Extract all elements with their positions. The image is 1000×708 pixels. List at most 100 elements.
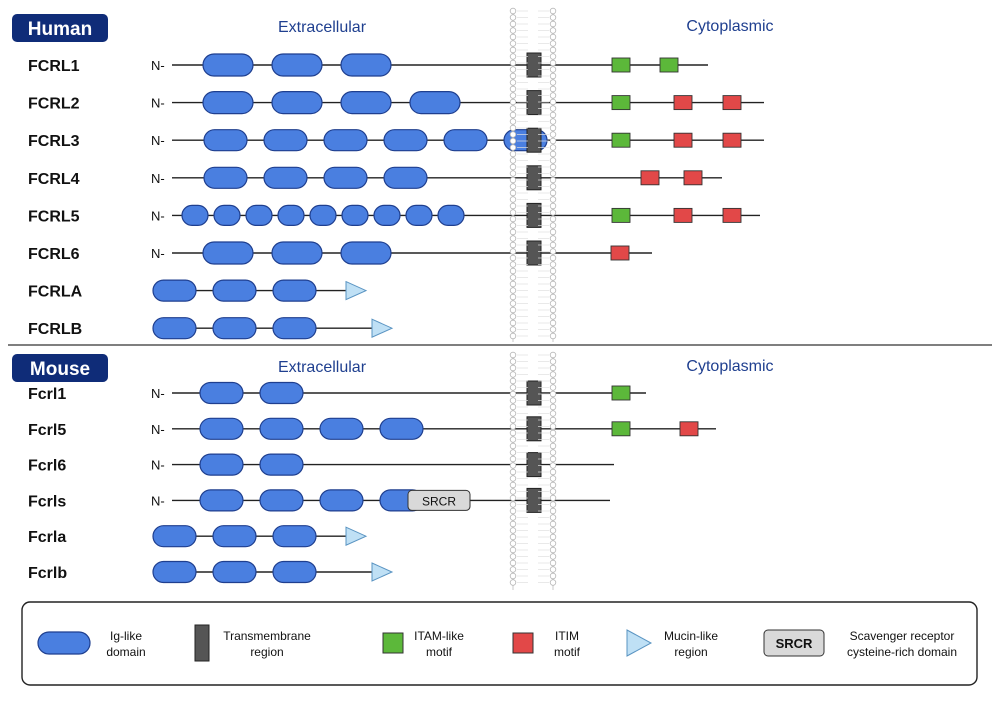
ig-like-domain — [383, 129, 428, 152]
ig-like-domain — [340, 90, 392, 115]
ig-like-domain — [272, 525, 317, 548]
lipid-head — [509, 7, 517, 15]
receptor-name: Fcrl6 — [28, 458, 66, 475]
srcr-swatch-label: SRCR — [776, 636, 813, 651]
lipid-head — [549, 319, 557, 327]
legend-label: region — [674, 645, 707, 659]
lipid-head — [549, 267, 557, 275]
lipid-head — [549, 527, 557, 534]
lipid-head — [549, 449, 557, 456]
ig-like-domain — [152, 525, 197, 548]
itam-like-motif — [659, 57, 679, 73]
lipid-head — [549, 546, 557, 554]
legend-label: ITAM-like — [414, 629, 464, 643]
lipid-head — [509, 209, 517, 216]
ig-like-domain — [259, 489, 304, 512]
lipid-head — [549, 235, 557, 242]
lipid-head — [549, 423, 557, 430]
ig-like-domain — [341, 204, 369, 226]
itam-like-motif — [611, 207, 631, 223]
lipid-head — [549, 163, 557, 171]
lipid-head — [549, 358, 557, 365]
lipid-head — [509, 572, 517, 580]
lipid-head — [509, 202, 517, 210]
lipid-head — [549, 494, 557, 502]
lipid-head — [509, 468, 517, 476]
lipid-head — [549, 157, 557, 164]
lipid-head — [549, 196, 557, 203]
lipid-head — [549, 540, 557, 547]
lipid-head — [509, 313, 517, 320]
lipid-head — [549, 254, 557, 262]
lipid-head — [509, 124, 517, 132]
lipid-head — [549, 364, 557, 372]
lipid-head — [549, 92, 557, 99]
itim-motif — [722, 207, 742, 223]
lipid-head — [509, 27, 517, 34]
lipid-head — [509, 287, 517, 294]
lipid-head — [509, 228, 517, 236]
lipid-head — [509, 481, 517, 489]
srcr-label: SRCR — [422, 494, 456, 508]
lipid-head — [509, 507, 517, 515]
lipid-head — [549, 59, 557, 67]
itim-motif — [673, 207, 693, 223]
legend-label: cysteine-rich domain — [847, 645, 957, 659]
n-terminus-label: N- — [151, 246, 165, 261]
n-terminus-label: N- — [151, 96, 165, 111]
lipid-head — [509, 410, 517, 417]
ig-like-domain — [443, 129, 488, 152]
n-terminus-label: N- — [151, 422, 165, 437]
membrane-bilayer — [509, 7, 557, 342]
lipid-head — [509, 494, 517, 502]
ig-like-domain — [212, 560, 257, 584]
lipid-head — [509, 14, 517, 21]
receptor-name: FCRL6 — [28, 246, 80, 263]
receptor-row: FCRLA — [28, 279, 368, 302]
itim-motif — [683, 170, 703, 186]
lipid-head — [509, 546, 517, 554]
lipid-head — [509, 553, 517, 560]
legend-label: domain — [106, 645, 145, 659]
transmembrane-region — [526, 487, 542, 513]
lipid-head — [509, 72, 517, 80]
extracellular-header: Extracellular — [278, 19, 367, 36]
lipid-head — [549, 553, 557, 560]
lipid-head — [509, 92, 517, 99]
receptor-row: Fcrla — [28, 525, 368, 548]
lipid-head — [509, 533, 517, 541]
itam-like-motif — [611, 421, 631, 437]
lipid-head — [509, 261, 517, 268]
transmembrane-region — [526, 202, 542, 228]
lipid-head — [549, 566, 557, 573]
species-badge — [12, 354, 108, 382]
transmembrane-region — [526, 52, 542, 78]
ig-like-domain — [202, 90, 254, 115]
lipid-head — [509, 46, 517, 54]
mucin-like-region — [371, 562, 394, 582]
itim-motif — [673, 95, 693, 111]
n-terminus-label: N- — [151, 493, 165, 508]
lipid-head — [509, 397, 517, 404]
lipid-head — [549, 111, 557, 119]
lipid-head — [509, 416, 517, 424]
species-title: Human — [28, 19, 92, 40]
lipid-head — [509, 170, 517, 177]
ig-like-domain — [199, 453, 244, 476]
lipid-head — [549, 131, 557, 138]
ig-like-domain — [181, 204, 209, 226]
lipid-head — [549, 7, 557, 15]
lipid-head — [549, 442, 557, 450]
lipid-head — [549, 306, 557, 314]
transmembrane-region — [526, 452, 542, 478]
lipid-head — [509, 300, 517, 307]
itim-swatch — [512, 632, 534, 654]
ig-like-domain — [213, 204, 241, 226]
